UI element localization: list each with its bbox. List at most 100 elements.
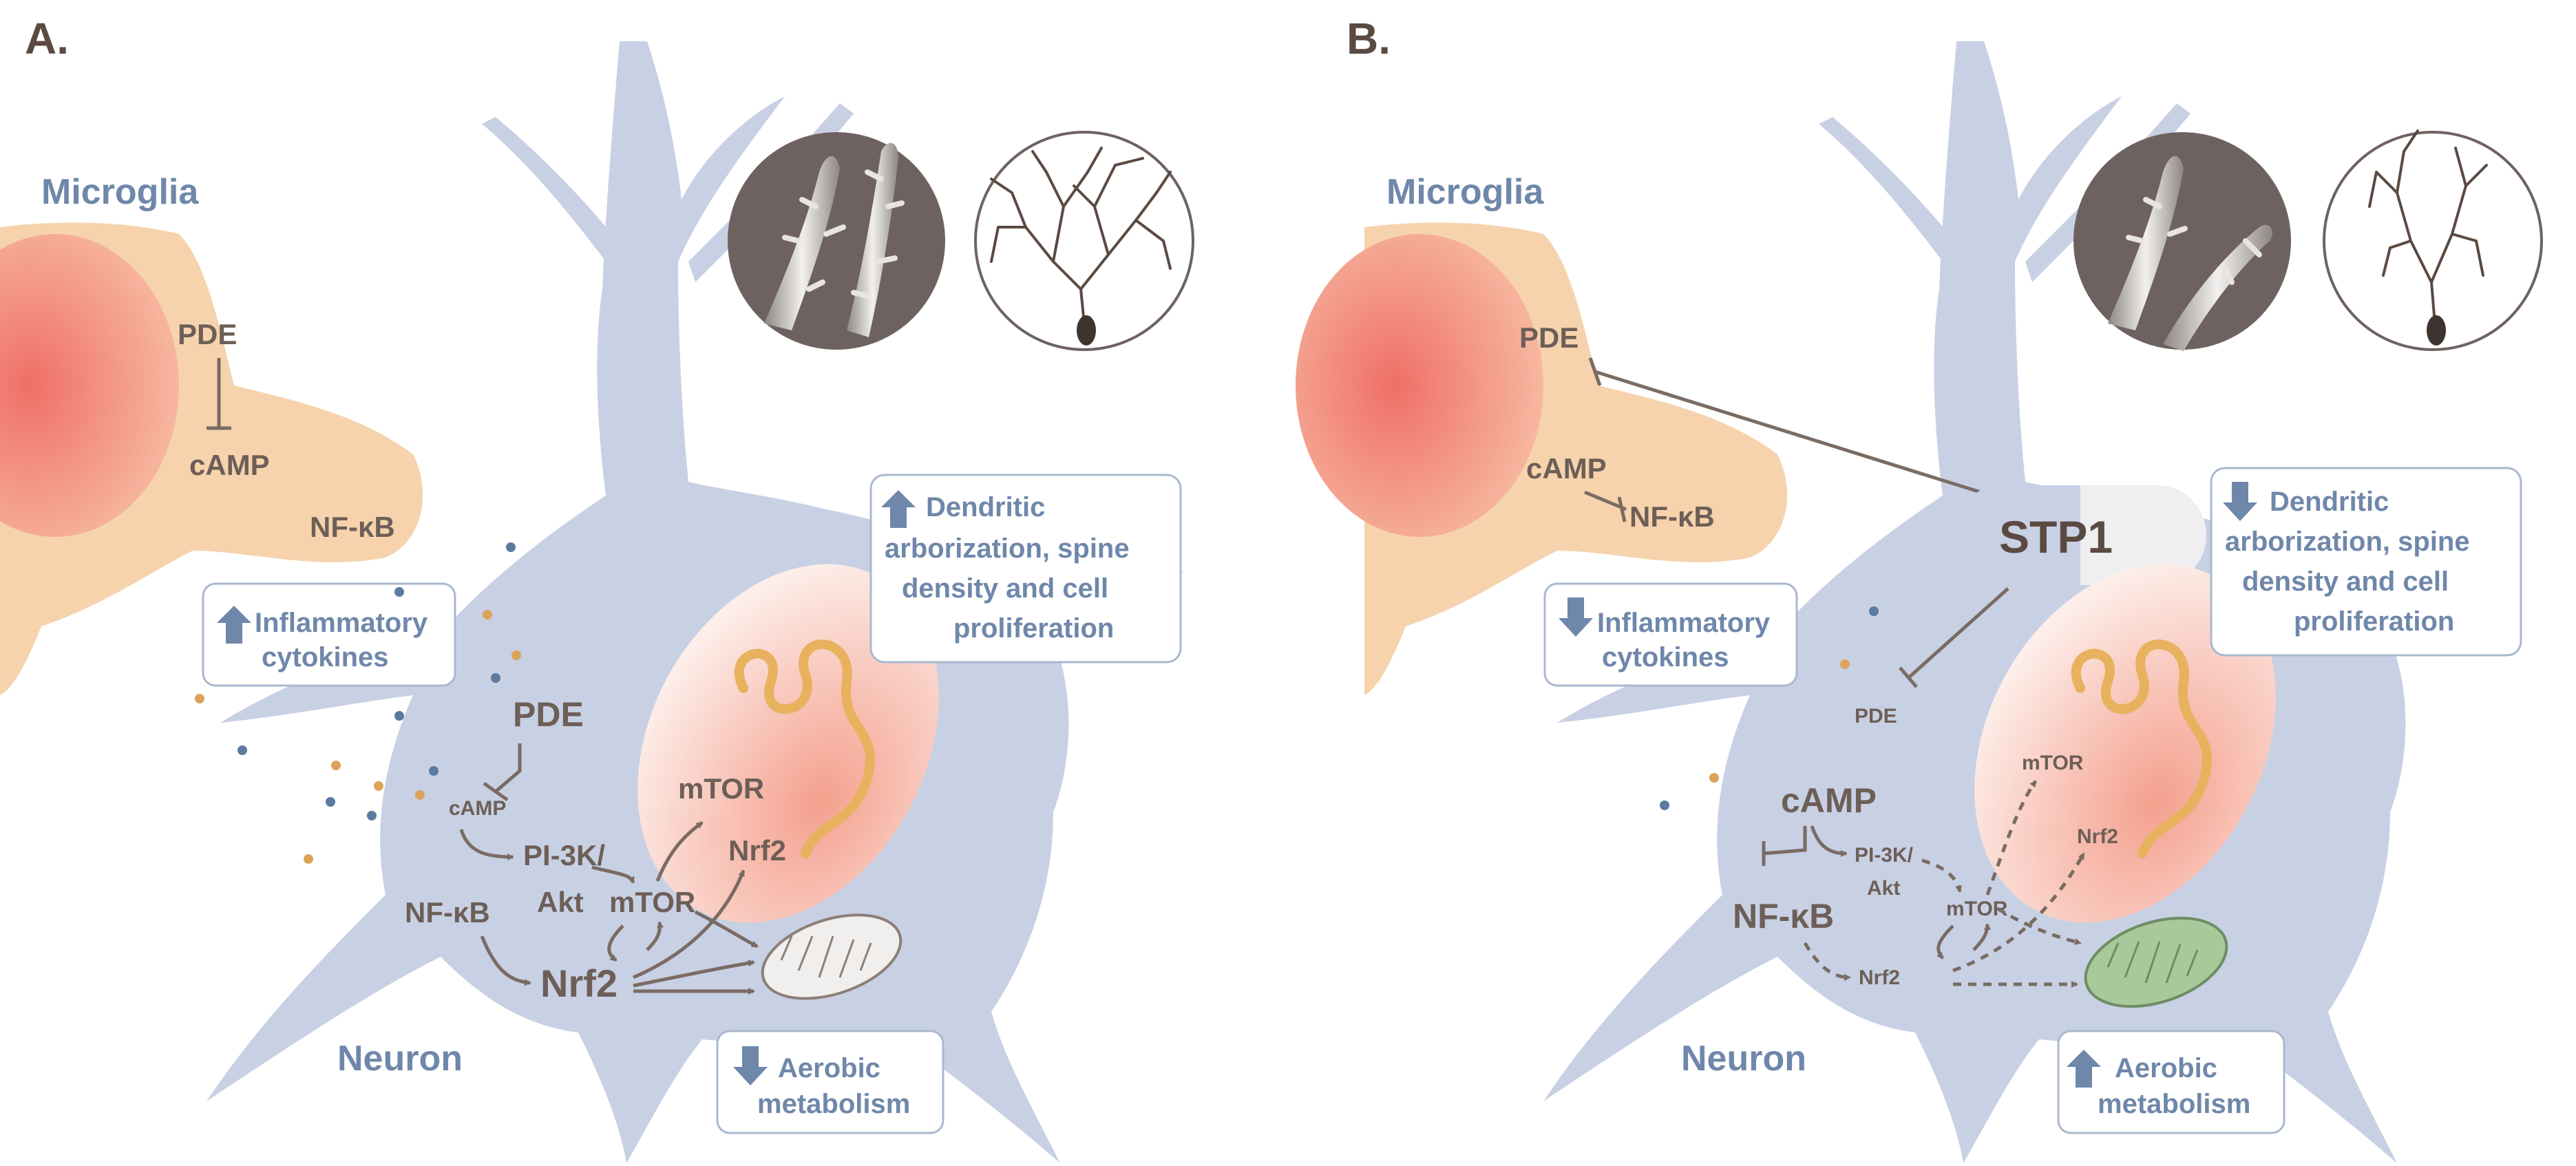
panel-a-neuron-pi3k-2: Akt	[537, 886, 584, 918]
panel-a-arrow-nfkb-nrf2	[480, 935, 531, 986]
panel-b-microglia-nucleus	[1296, 234, 1543, 537]
panel-a-nucleus-mtor: mTOR	[678, 772, 764, 805]
panel-a-metabolism-box: Aerobic metabolism	[716, 1030, 944, 1134]
panel-b-dendrite-line4: proliferation	[2294, 606, 2454, 637]
panel-b-cytokine-dots	[1660, 606, 1879, 810]
panel-a-arrow-mtor-nrf2	[607, 924, 624, 962]
panel-a-nucleus-nrf2: Nrf2	[728, 834, 786, 867]
panel-a-metabolism-line1: Aerobic	[778, 1053, 880, 1083]
panel-b-arrow-pi3k-mtor	[1921, 858, 1962, 893]
panel-b-spine-image	[2073, 132, 2291, 351]
panel-b-drug-label: STP1	[1999, 511, 2113, 562]
panel-a-arrow-nrf2-nucleus	[633, 869, 746, 979]
panel-b-cytokine-box: Inflammatory cytokines	[1543, 582, 1798, 687]
panel-a-neuron-pde-inhibit	[483, 743, 522, 802]
panel-a-metabolism-down-arrow-icon	[733, 1046, 768, 1085]
panel-b-label: B.	[1347, 14, 1391, 63]
panel-a-label: A.	[25, 14, 69, 63]
panel-b: B. Microglia PDE cAMP NF-κB STP1 Inflamm…	[1296, 14, 2543, 1163]
panel-a-cytokine-line1: Inflammatory	[255, 608, 428, 638]
panel-b-stp1-inhibit-pde	[1588, 357, 2036, 511]
panel-a-dendrite-line3: density and cell	[902, 573, 1108, 604]
panel-b-microglia-camp-inhibit	[1584, 490, 1627, 522]
panel-b-neuron-nrf2: Nrf2	[1859, 966, 1900, 989]
panel-a-neuron-nfkb: NF-κB	[405, 896, 490, 929]
panel-a-neuron-nucleus	[637, 564, 939, 923]
panel-b-neuron-pi3k-2: Akt	[1867, 877, 1900, 900]
panel-b-cytokine-line2: cytokines	[1602, 642, 1729, 672]
panel-b-neuron-nucleus	[1974, 564, 2276, 923]
panel-a-neuron-pde: PDE	[513, 695, 584, 734]
panel-b-neuron-label: Neuron	[1681, 1039, 1806, 1079]
panel-a-metabolism-line2: metabolism	[757, 1089, 910, 1119]
panel-b-microglia-nfkb: NF-κB	[1629, 500, 1715, 533]
panel-b-dendrite-line3: density and cell	[2242, 566, 2449, 597]
panel-a-dendrite-up-arrow-icon	[881, 490, 916, 528]
panel-a-arrow-pi3k-mtor	[591, 865, 635, 884]
panel-a-mitochondrion	[761, 913, 902, 1000]
panel-a-arrow-nrf2-mito-1	[633, 960, 755, 988]
panel-a: A. Microglia PDE cAMP NF-κB Inflammatory…	[0, 14, 1194, 1163]
panel-a-arrow-mtor-nucleus	[655, 821, 704, 882]
panel-a-dendrite-line1: Dendritic	[926, 492, 1045, 522]
panel-a-cytokine-line2: cytokines	[262, 642, 389, 672]
panel-a-cytokine-dots	[195, 542, 521, 864]
panel-b-arrow-nrf2-mtor	[1972, 923, 1991, 951]
panel-b-microglia-camp: cAMP	[1526, 452, 1607, 485]
panel-a-dendrite-box: Dendritic arborization, spine density an…	[869, 474, 1182, 664]
panel-b-arbor-image	[2323, 129, 2543, 351]
panel-b-arrow-mtor-nucleus	[1985, 780, 2038, 895]
panel-b-nucleus-mtor: mTOR	[2022, 752, 2084, 774]
panel-a-arrow-nrf2-mtor	[646, 921, 664, 951]
panel-b-er-squiggle	[2071, 639, 2213, 858]
panel-b-mitochondrion	[2084, 916, 2228, 1008]
panel-b-nucleus-nrf2: Nrf2	[2077, 825, 2118, 848]
panel-b-metabolism-line2: metabolism	[2098, 1089, 2250, 1119]
panel-b-dendrite-down-arrow-icon	[2223, 482, 2257, 521]
panel-a-neuron-dendrite	[482, 117, 623, 262]
panel-b-arrow-nfkb-nrf2	[1803, 942, 1851, 981]
panel-a-arbor-image	[974, 131, 1194, 351]
panel-b-mito-cristae	[2107, 941, 2199, 984]
panel-a-dendrite-line4: proliferation	[953, 613, 1114, 644]
panel-a-microglia-camp: cAMP	[189, 449, 270, 481]
panel-b-arrow-mtor-nrf2	[1936, 924, 1954, 960]
panel-a-neuron-pi3k-1: PI-3K/	[523, 839, 605, 871]
panel-b-arrow-nrf2-nucleus	[1952, 852, 2086, 973]
panel-a-cytokine-up-arrow-icon	[217, 606, 251, 644]
panel-b-neuron-camp: cAMP	[1781, 781, 1877, 820]
panel-a-mito-cristae	[780, 935, 872, 978]
panel-b-cytokine-down-arrow-icon	[1559, 597, 1593, 637]
panel-b-neuron-camp-inhibit	[1762, 826, 1807, 866]
panel-b-dendrite-line2: arborization, spine	[2225, 527, 2470, 557]
panel-b-cytokine-line1: Inflammatory	[1597, 608, 1771, 638]
panel-b-arrow-mtor-mito	[1996, 907, 2082, 945]
panel-b-dendrite-line1: Dendritic	[2270, 487, 2389, 517]
panel-b-neuron-body	[1543, 41, 2521, 1163]
panel-a-microglia-nfkb: NF-κB	[310, 511, 395, 543]
panel-a-cytokine-box: Inflammatory cytokines	[202, 582, 456, 687]
panel-b-dendrite-box: Dendritic arborization, spine density an…	[2210, 467, 2522, 657]
panel-a-microglia-pde: PDE	[178, 318, 237, 350]
panel-b-neuron-pi3k-1: PI-3K/	[1855, 844, 1914, 867]
panel-b-neuron-dendrite	[1819, 117, 1960, 262]
panel-a-spine-image	[728, 132, 945, 350]
panel-a-neuron-camp: cAMP	[449, 797, 506, 820]
panel-a-neuron-body	[207, 41, 1184, 1163]
panel-b-neuron-nfkb: NF-κB	[1733, 897, 1834, 935]
panel-b-microglia-label: Microglia	[1386, 172, 1544, 212]
panel-b-microglia-pde: PDE	[1519, 321, 1579, 354]
panel-a-er-squiggle	[734, 639, 876, 858]
panel-b-metabolism-box: Aerobic metabolism	[2057, 1030, 2285, 1134]
panel-b-metabolism-up-arrow-icon	[2067, 1050, 2101, 1088]
panel-a-microglia-pde-inhibit	[207, 358, 231, 430]
panel-b-stp1-inhibit-neuron-pde	[1899, 587, 2009, 688]
panel-a-microglia-label: Microglia	[41, 172, 199, 212]
panel-a-neuron-mtor: mTOR	[609, 886, 695, 918]
panel-a-neuron-label: Neuron	[337, 1039, 463, 1079]
panel-a-microglia-nucleus	[0, 234, 179, 537]
panel-b-metabolism-line1: Aerobic	[2115, 1053, 2217, 1083]
panel-a-arrow-mtor-mito	[694, 910, 759, 948]
panel-b-stp1-capsule: STP1	[1952, 485, 2206, 585]
